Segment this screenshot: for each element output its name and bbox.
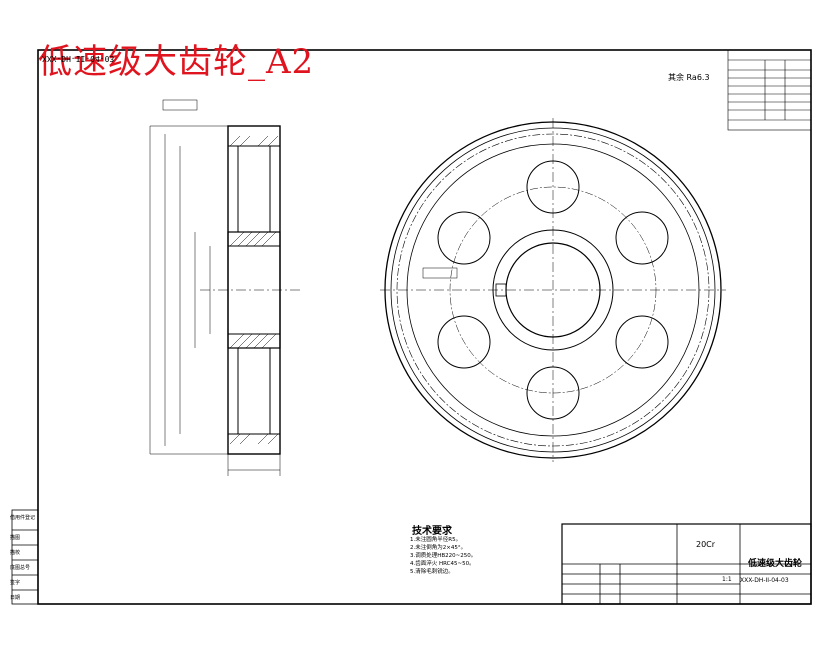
mirrored-drawing-number: XXX-DH-II-04-03	[42, 54, 115, 63]
overlay-title: 低速级大齿轮_A2	[38, 42, 315, 82]
title-block	[561, 523, 812, 605]
technical-requirements-list: 1.未注圆角半径R5。 2.未注倒角为2×45°。 3.调质处理HB220~25…	[410, 536, 476, 576]
left-label: 描校	[10, 550, 21, 556]
left-label: 签字	[10, 580, 21, 586]
gear-section-view	[149, 99, 300, 476]
left-label: 借用件登记	[10, 515, 36, 521]
tech-item: 2.未注倒角为2×45°。	[410, 545, 467, 551]
material-label: 20Cr	[696, 540, 716, 549]
left-label: 日期	[10, 595, 21, 601]
left-label: 底图总号	[10, 565, 31, 571]
tech-item: 5.清除毛刺锐边。	[410, 569, 454, 575]
tech-item: 1.未注圆角半径R5。	[410, 537, 462, 543]
scale-label: 1:1	[722, 576, 732, 583]
tech-item: 3.调质处理HB220~250。	[410, 553, 477, 559]
left-label: 描图	[10, 535, 21, 541]
surface-roughness-note: 其余 Ra6.3	[668, 73, 710, 82]
tech-item: 4.齿面淬火 HRC45~50。	[410, 561, 475, 567]
part-name: 低速级大齿轮	[748, 559, 803, 569]
left-register-table	[11, 509, 39, 605]
gear-parameter-table	[727, 49, 812, 131]
drawing-border	[37, 49, 812, 605]
gear-front-view	[380, 118, 726, 462]
technical-requirements-title: 技术要求	[412, 526, 452, 537]
drawing-number: XXX-DH-II-04-03	[740, 577, 789, 584]
